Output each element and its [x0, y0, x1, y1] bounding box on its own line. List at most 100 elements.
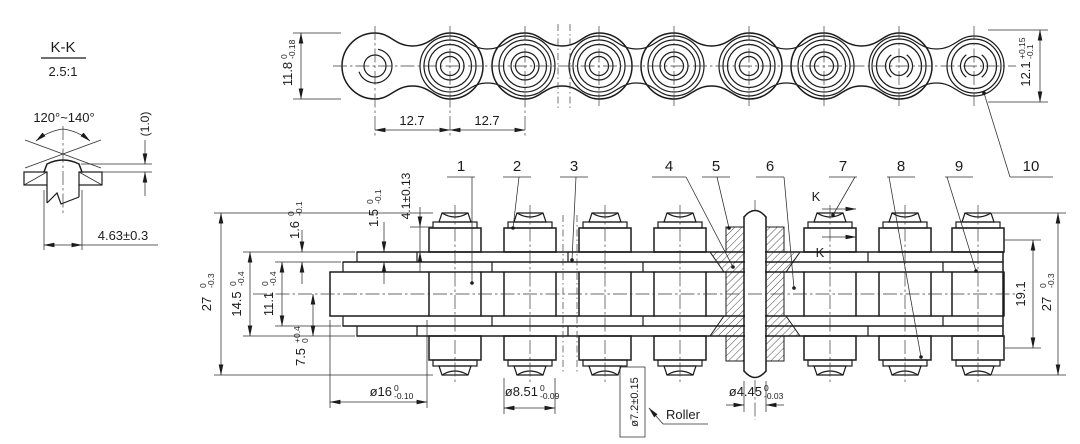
svg-text:27: 27	[199, 297, 214, 311]
svg-text:-0.18: -0.18	[287, 39, 297, 59]
svg-text:0: 0	[540, 383, 545, 393]
svg-text:0: 0	[279, 54, 289, 59]
plate-section-diag-right	[78, 171, 103, 186]
callout-9: 9	[945, 158, 978, 273]
inner-width-dim: 19.1	[1013, 281, 1028, 306]
svg-text:2: 2	[513, 158, 521, 175]
roller-dia-boxed-dim: ø7.2±0.15	[629, 377, 641, 426]
svg-text:1.5: 1.5	[366, 209, 381, 227]
flare-angle-dim: 120°~140°	[33, 110, 94, 125]
callout-6: 6	[756, 158, 796, 290]
section-pin-bottom-dome	[743, 370, 767, 379]
callout-10: 10	[982, 91, 1053, 178]
svg-text:12.1: 12.1	[1018, 61, 1033, 86]
section-view-scale: 2.5:1	[49, 64, 78, 79]
callout-5: 5	[702, 158, 731, 230]
pitch-dim-2: 12.7	[474, 113, 499, 128]
hatch-bush-top-right	[765, 226, 785, 253]
svg-text:11.8: 11.8	[280, 62, 295, 86]
callout-8: 8	[887, 158, 923, 359]
svg-text:-0.4: -0.4	[268, 271, 278, 286]
bush-arc	[358, 48, 393, 84]
svg-text:-0.1: -0.1	[294, 201, 304, 216]
svg-text:-0.03: -0.03	[764, 391, 784, 401]
svg-text:27: 27	[1039, 297, 1054, 311]
front-view: K K 1 2 3 4 5 6 7 8 9 27 0 -0.3	[198, 158, 1066, 438]
outer-plate-thickness-dim: 1.6 0 -0.1	[286, 201, 304, 239]
callout-1: 1	[447, 158, 475, 285]
plate-section-right	[78, 171, 103, 186]
part-callouts: 1 2 3 4 5 6 7 8 9	[447, 158, 978, 359]
svg-text:-0.09: -0.09	[540, 391, 560, 401]
roller-label: Roller	[666, 407, 701, 422]
svg-text:6: 6	[766, 158, 774, 175]
callout-3: 3	[560, 158, 588, 262]
svg-text:4: 4	[665, 158, 673, 175]
outer-plate-span-dim: 14.5 0 -0.4	[228, 271, 246, 317]
svg-text:10: 10	[1023, 158, 1040, 175]
inner-plate-thickness-dim: 1.5 0 -0.1	[365, 189, 383, 227]
svg-text:3: 3	[570, 158, 578, 175]
pitch-dim-1: 12.7	[399, 113, 424, 128]
svg-text:0: 0	[764, 383, 769, 393]
callout-7: 7	[829, 158, 857, 217]
svg-text:4.1±0.13: 4.1±0.13	[399, 172, 413, 219]
svg-text:7.5: 7.5	[293, 348, 308, 366]
svg-text:0: 0	[394, 383, 399, 393]
svg-text:ø4.45: ø4.45	[729, 384, 762, 399]
section-mark-lower: K	[816, 245, 825, 260]
clip-link-height-dim: 12.1 +0.15 -0.1	[1017, 37, 1035, 86]
bottom-dimension-row: ø16 0 -0.10 ø8.51 0 -0.09 ø4.45 0 -0.03	[329, 320, 784, 438]
rivet-width-dim: 4.63±0.3	[98, 228, 149, 243]
hatch-bush-bottom-right	[765, 335, 785, 362]
callout-2: 2	[503, 158, 531, 230]
svg-text:8: 8	[897, 158, 905, 175]
plate-section-diag-left	[23, 171, 48, 186]
side-view: 11.8 0 -0.18 12.7 12.7 12.1 +0.15 -0.1 1…	[279, 24, 1053, 178]
svg-text:-0.3: -0.3	[1046, 273, 1056, 288]
detail-view-kk: K-K 2.5:1 120°~140° (1.0) 4.63±0.3	[23, 39, 158, 250]
svg-text:14.5: 14.5	[229, 291, 244, 316]
inner-plate-span-dim: 11.1 0 -0.4	[260, 271, 278, 316]
svg-text:0: 0	[228, 281, 238, 286]
left-dimension-stack: 27 0 -0.3 14.5 0 -0.4 11.1 0 -0.4 7.5	[198, 172, 433, 376]
svg-text:ø7.2±0.15: ø7.2±0.15	[629, 377, 641, 426]
svg-text:ø8.51: ø8.51	[505, 384, 538, 399]
plate-height-dim: 11.8 0 -0.18	[279, 39, 297, 86]
svg-text:-0.1: -0.1	[1025, 44, 1035, 59]
svg-text:+0.4: +0.4	[292, 326, 302, 343]
callout-leader	[983, 92, 1011, 178]
svg-text:+0.15: +0.15	[1017, 37, 1027, 59]
overall-width-right-dim: 27 0 -0.3	[1038, 273, 1056, 311]
front-view-pins	[416, 200, 1005, 420]
angle-arc-left	[35, 128, 64, 142]
svg-text:0: 0	[198, 283, 208, 288]
svg-text:5: 5	[712, 158, 720, 175]
svg-text:19.1: 19.1	[1013, 281, 1028, 306]
svg-text:0: 0	[1038, 283, 1048, 288]
svg-text:11.1: 11.1	[261, 292, 276, 316]
overall-width-left-dim: 27 0 -0.3	[198, 273, 216, 311]
callout-4: 4	[652, 158, 735, 269]
svg-text:0: 0	[260, 281, 270, 286]
pin-dia-dim: ø4.45 0 -0.03	[729, 383, 784, 401]
right-dimension-stack: 19.1 27 0 -0.3	[992, 212, 1066, 376]
section-mark-upper: K	[812, 189, 821, 204]
spring-clip-arm	[959, 54, 967, 78]
svg-text:ø16: ø16	[370, 384, 392, 399]
hatch-bush-bottom-left	[725, 335, 745, 362]
section-view-label: K-K	[50, 39, 75, 56]
end-dia-dim: ø16 0 -0.10	[370, 383, 414, 401]
svg-text:0: 0	[300, 338, 310, 343]
plate-section-left	[23, 171, 48, 186]
section-cut-marks: K K	[812, 189, 857, 260]
svg-text:(1.0): (1.0)	[138, 112, 152, 137]
bush-dia-dim: ø8.51 0 -0.09	[505, 383, 560, 401]
svg-text:-0.1: -0.1	[373, 189, 383, 204]
roller-leader	[648, 407, 664, 425]
svg-text:0: 0	[365, 199, 375, 204]
svg-text:1: 1	[457, 158, 465, 175]
pin-break-line	[46, 191, 80, 205]
